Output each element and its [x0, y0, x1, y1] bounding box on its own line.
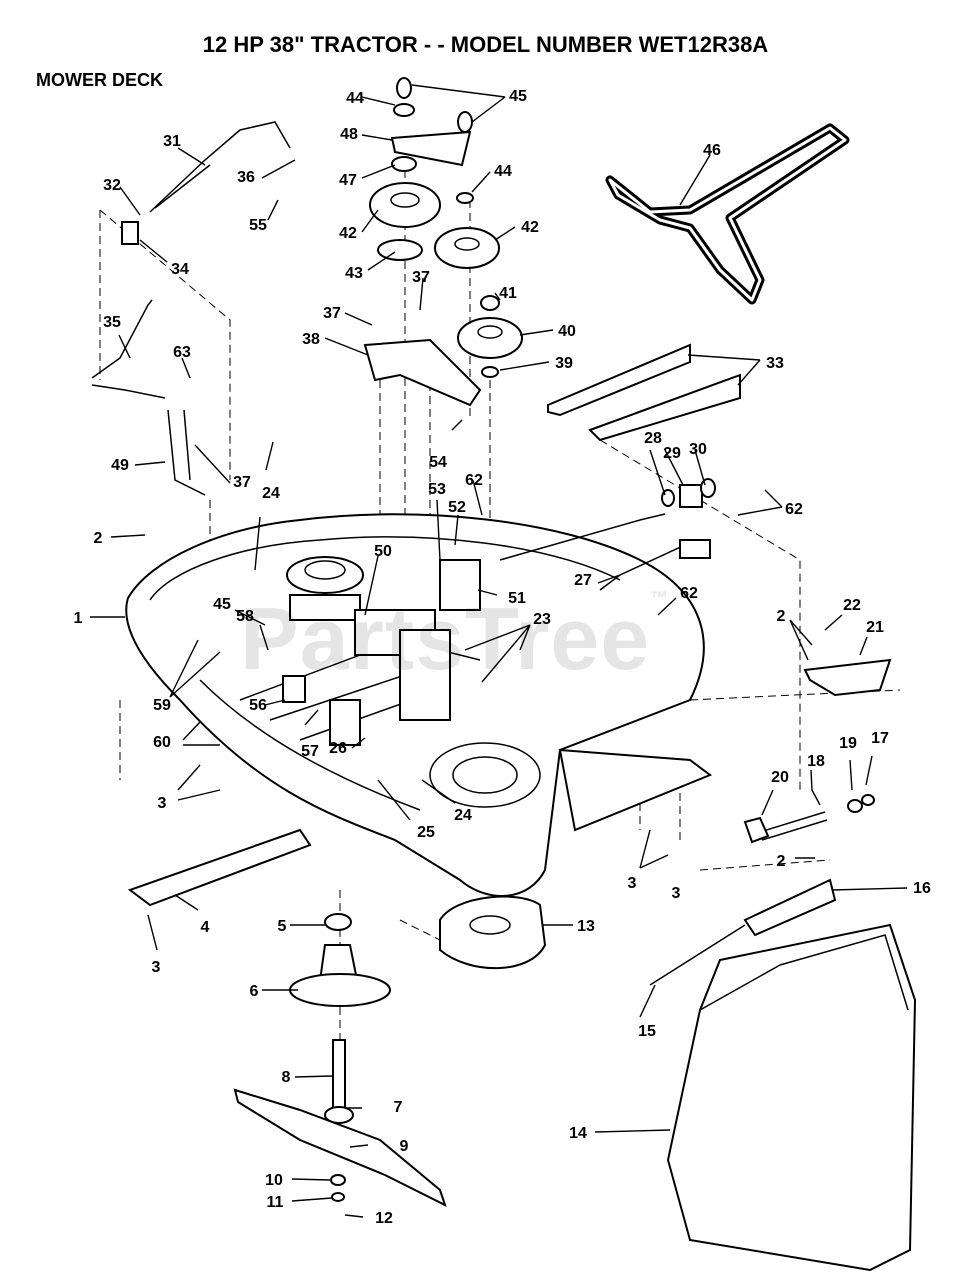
callout-c35: 35 — [103, 314, 121, 331]
callout-c45b: 45 — [213, 596, 231, 613]
callout-c15: 15 — [638, 1023, 656, 1040]
callout-c50: 50 — [374, 543, 392, 560]
callout-c54: 54 — [429, 454, 447, 471]
callout-c62c: 62 — [680, 585, 698, 602]
callout-c44a: 44 — [346, 90, 364, 107]
callout-c57: 57 — [301, 743, 319, 760]
callout-c8: 8 — [282, 1069, 291, 1086]
callout-c18: 18 — [807, 753, 825, 770]
callout-c21: 21 — [866, 619, 884, 636]
callout-c37b: 37 — [323, 305, 341, 322]
callout-c9: 9 — [400, 1138, 409, 1155]
bracket-21 — [803, 658, 892, 697]
callout-c27: 27 — [574, 572, 592, 589]
callout-c7: 7 — [394, 1099, 403, 1116]
callout-c1: 1 — [74, 610, 83, 627]
callout-c62a: 62 — [465, 472, 483, 489]
lift-links — [91, 121, 291, 496]
idler-assembly — [363, 77, 523, 407]
callout-c56: 56 — [249, 697, 267, 714]
callout-c4: 4 — [201, 919, 210, 936]
deck-pulley-assembly — [282, 556, 481, 746]
callout-c42b: 42 — [521, 219, 539, 236]
callout-c53: 53 — [428, 481, 446, 498]
callout-c31: 31 — [163, 133, 181, 150]
callout-c29: 29 — [663, 445, 681, 462]
callout-c14: 14 — [569, 1125, 587, 1142]
callout-c34: 34 — [171, 261, 189, 278]
callout-c43: 43 — [345, 265, 363, 282]
callout-c3d: 3 — [152, 959, 161, 976]
leader-lines — [90, 84, 908, 1218]
callout-c20: 20 — [771, 769, 789, 786]
callout-c16: 16 — [913, 880, 931, 897]
mower-belt — [605, 123, 850, 305]
callout-c62b: 62 — [785, 501, 803, 518]
callout-c33: 33 — [766, 355, 784, 372]
callout-c42a: 42 — [339, 225, 357, 242]
callout-c37a: 37 — [233, 474, 251, 491]
callout-c25: 25 — [417, 824, 435, 841]
pulley-cover — [439, 895, 547, 970]
blade-support — [127, 828, 312, 907]
section-title: MOWER DECK — [36, 70, 163, 90]
callout-c3a: 3 — [158, 795, 167, 812]
callout-c11: 11 — [267, 1194, 284, 1211]
callout-c23: 23 — [533, 611, 551, 628]
callout-c3c: 3 — [672, 885, 681, 902]
callout-c24b: 24 — [454, 807, 472, 824]
callout-c2a: 2 — [94, 530, 103, 547]
callout-c24a: 24 — [262, 485, 280, 502]
callout-c38: 38 — [302, 331, 320, 348]
callout-c39: 39 — [555, 355, 573, 372]
blade-spindle — [289, 913, 391, 1124]
callout-c12: 12 — [375, 1210, 393, 1227]
mower-blade — [233, 1088, 447, 1207]
deflector-hinge — [649, 878, 837, 986]
callout-c40: 40 — [558, 323, 576, 340]
callout-c13: 13 — [577, 918, 595, 935]
callout-c32: 32 — [103, 177, 121, 194]
chute-deflector — [666, 923, 917, 1272]
callout-c44b: 44 — [494, 163, 512, 180]
callout-c30: 30 — [689, 441, 707, 458]
callout-c26: 26 — [329, 740, 347, 757]
callout-c46: 46 — [703, 142, 721, 159]
callout-c19: 19 — [839, 735, 857, 752]
callout-c48: 48 — [340, 126, 358, 143]
callout-c28: 28 — [644, 430, 662, 447]
callout-c60: 60 — [153, 734, 171, 751]
hanger-brackets — [547, 343, 741, 442]
callout-c52: 52 — [448, 499, 466, 516]
callout-c22: 22 — [843, 597, 861, 614]
spring — [743, 794, 875, 844]
callout-c6: 6 — [250, 983, 259, 1000]
callout-c55: 55 — [249, 217, 267, 234]
callout-c2c: 2 — [777, 853, 786, 870]
callout-c5: 5 — [278, 918, 287, 935]
callout-c63: 63 — [173, 344, 191, 361]
callout-c49: 49 — [111, 457, 129, 474]
callout-c3b: 3 — [628, 875, 637, 892]
callout-c2b: 2 — [777, 608, 786, 625]
callout-c36: 36 — [237, 169, 255, 186]
callout-c47: 47 — [339, 172, 357, 189]
diagram-title: 12 HP 38" TRACTOR - - MODEL NUMBER WET12… — [202, 32, 769, 57]
callout-c58: 58 — [236, 608, 254, 625]
callout-c59: 59 — [153, 697, 171, 714]
callout-c51: 51 — [508, 590, 526, 607]
callout-c41: 41 — [499, 285, 517, 302]
callout-c17: 17 — [871, 730, 889, 747]
callout-c10: 10 — [265, 1172, 283, 1189]
callout-c45a: 45 — [509, 88, 527, 105]
callout-c37c: 37 — [412, 269, 430, 286]
